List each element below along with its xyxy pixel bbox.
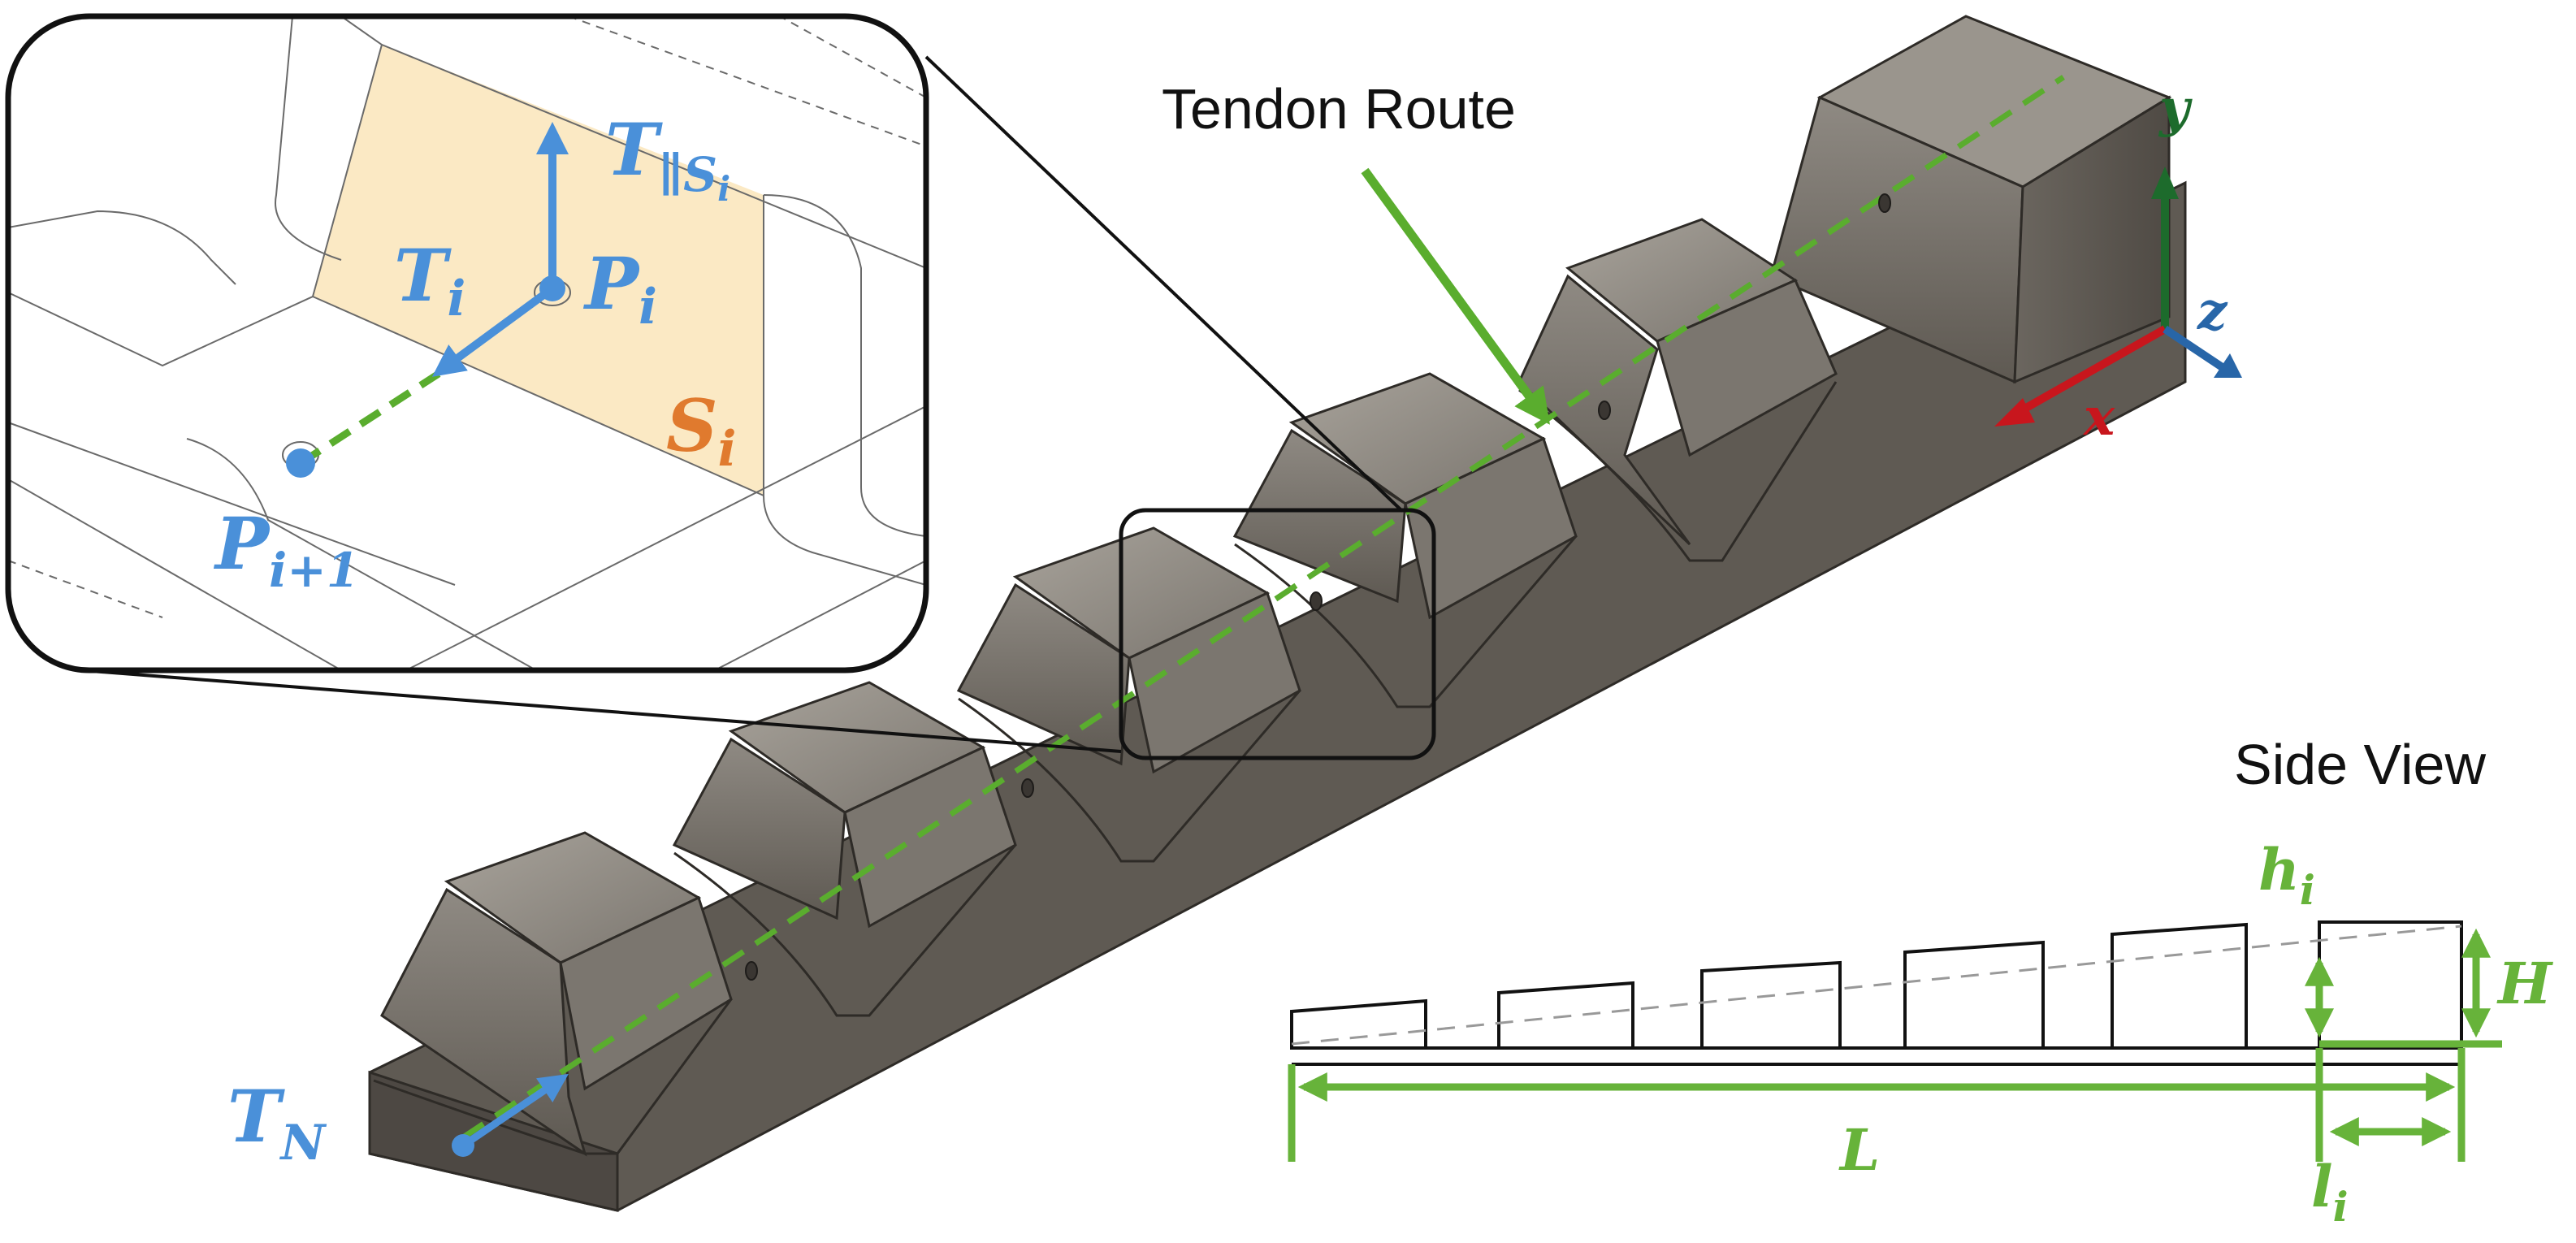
p-i1-point — [286, 448, 315, 478]
coordinate-axes: y z x — [1994, 78, 2242, 448]
zoom-line-bottom — [80, 669, 1122, 753]
segment-end-block — [1769, 15, 2172, 384]
L-label: L — [1838, 1116, 1880, 1184]
zoom-line-top — [924, 55, 1403, 512]
t-n-label: TN — [227, 1074, 327, 1172]
t-i-arrow — [431, 284, 555, 377]
side-view-title: Side View — [2234, 733, 2486, 796]
zoom-source-box — [1119, 508, 1436, 760]
p-i1-label: Pi+1 — [213, 501, 359, 598]
t-n-arrow — [461, 1073, 569, 1149]
axis-x-arrow — [2012, 325, 2167, 418]
segment-3 — [956, 526, 1301, 863]
p-i-label: Pi — [582, 241, 657, 336]
surface-s-i — [313, 45, 764, 496]
side-view: Side View L li hi H — [1288, 733, 2553, 1231]
axis-z-arrow — [2163, 325, 2228, 374]
h-i-label: hi — [2258, 836, 2315, 914]
t-n-point — [452, 1134, 474, 1157]
tendon-route-line — [461, 75, 2065, 1140]
segment-2 — [672, 681, 1017, 1017]
tendon-holes — [745, 193, 1891, 981]
s-i-label: Si — [666, 383, 736, 478]
axis-y-label: y — [2158, 78, 2193, 139]
H-label: H — [2496, 950, 2553, 1017]
inset-tendon — [298, 370, 441, 466]
tendon-route-pointer — [1361, 167, 1550, 425]
axis-z-label: z — [2197, 281, 2228, 342]
tendon-body-3d — [368, 15, 2187, 1212]
axis-x-label: x — [2082, 387, 2115, 448]
inset-panel — [5, 13, 929, 673]
p-i-point — [539, 275, 565, 301]
l-i-label: li — [2311, 1153, 2349, 1231]
segment-4 — [1232, 372, 1578, 708]
side-view-tendon — [1291, 925, 2462, 1046]
t-parallel-label: T∥Si — [605, 107, 730, 209]
base-front — [368, 1070, 619, 1212]
tendon-route-label: Tendon Route — [1162, 77, 1516, 141]
t-i-label: Ti — [394, 233, 465, 327]
